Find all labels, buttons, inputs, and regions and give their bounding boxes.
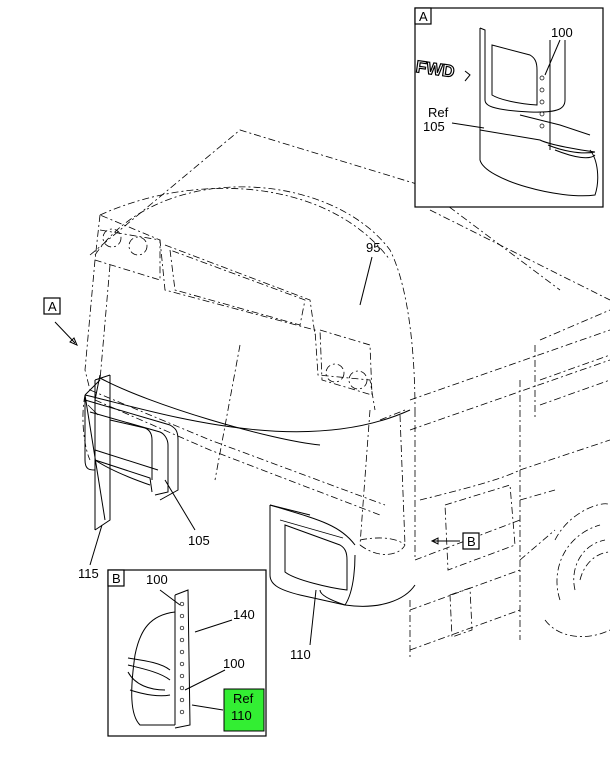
detail-b-callout-100-top: 100 <box>146 572 168 587</box>
detail-a-ref-label: Ref <box>428 105 449 120</box>
leader-lines <box>54 256 460 646</box>
svg-text:B: B <box>112 571 121 586</box>
part-110-panel <box>269 504 356 591</box>
detail-b-callout-140: 140 <box>233 607 255 622</box>
inset-detail-a: A 100 Ref 105 FWD <box>414 7 604 208</box>
svg-text:A: A <box>419 9 428 24</box>
callout-115: 115 <box>78 566 99 581</box>
detail-b-callout-100-mid: 100 <box>223 656 245 671</box>
part-105-panel <box>84 374 179 531</box>
callout-95: 95 <box>366 240 380 255</box>
detail-b-marker: B <box>462 532 480 550</box>
detail-a-callout-105: 105 <box>423 119 445 134</box>
vehicle-outline <box>82 129 610 660</box>
highlighted-ref-110-box[interactable] <box>223 688 265 732</box>
svg-text:A: A <box>48 299 57 314</box>
detail-a-marker: A <box>43 297 61 315</box>
detail-b-ref-label[interactable]: Ref <box>233 691 254 706</box>
detail-b-callout-110[interactable]: 110 <box>231 708 252 723</box>
front-bumper-section <box>84 374 416 607</box>
inset-detail-b: B 100 140 100 Ref 110 <box>107 569 267 737</box>
detail-a-callout-100: 100 <box>551 25 573 40</box>
callout-105: 105 <box>188 533 210 548</box>
svg-text:B: B <box>467 534 476 549</box>
fwd-arrow-icon <box>464 70 471 82</box>
callout-110: 110 <box>290 647 311 662</box>
